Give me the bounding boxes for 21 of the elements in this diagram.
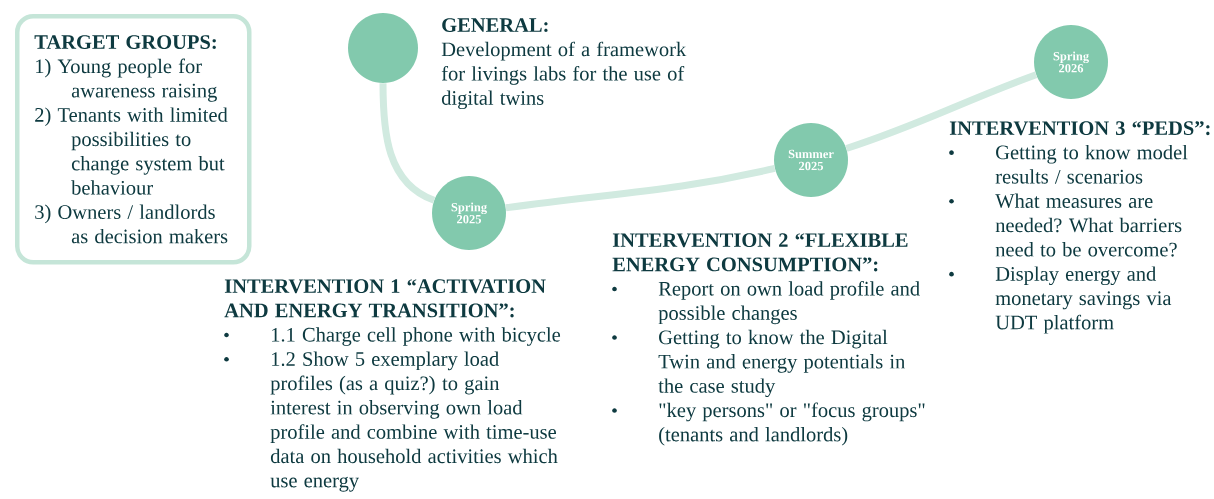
target-group-box [15,14,252,265]
timeline-curve [505,164,776,212]
bullet-item: What measures are needed? What barriers need to be overcome? [949,193,1182,257]
numbered-item: 1) Young people for awareness raising [36,58,217,102]
heading: INTERVENTION 1 “ACTIVATION AND ENERGY TRANSITION”: [224,279,546,318]
bullet-item: 1.2 Show 5 exemplary load profiles (as a quiz?) to gain interest in observing own load profile and combine with time-use data on household activities which use energy [224,351,558,492]
bullet-item: 1.1 Charge cell phone with bicycle [224,327,561,346]
description: Development of a framework for livings labs for the use of digital twins [441,41,687,110]
bullet-item: "key persons" or "focus groups" (tenants and landlords) [612,402,925,446]
heading: GENERAL: [442,18,548,33]
timeline-curve [845,71,1038,152]
numbered-item: 3) Owners / landlords as decision makers [35,204,228,244]
heading: INTERVENTION 2 “FLEXIBLE ENERGY CONSUMPTION”: [612,233,908,272]
heading: TARGET GROUPS: [34,35,216,50]
heading: INTERVENTION 3 “PEDS”: [949,121,1210,136]
bullet-item: Display energy and monetary savings via UDT platform [949,266,1172,334]
circle [348,13,418,83]
bullet-item: Getting to know model results / scenarios [949,144,1188,184]
bullet-item: Report on own load profile and possible changes [612,281,920,325]
numbered-item: 2) Tenants with limited possibilities to change system but behaviour [35,107,228,195]
bullet-item: Getting to know the Digital Twin and energy potentials in the case study [612,329,906,398]
